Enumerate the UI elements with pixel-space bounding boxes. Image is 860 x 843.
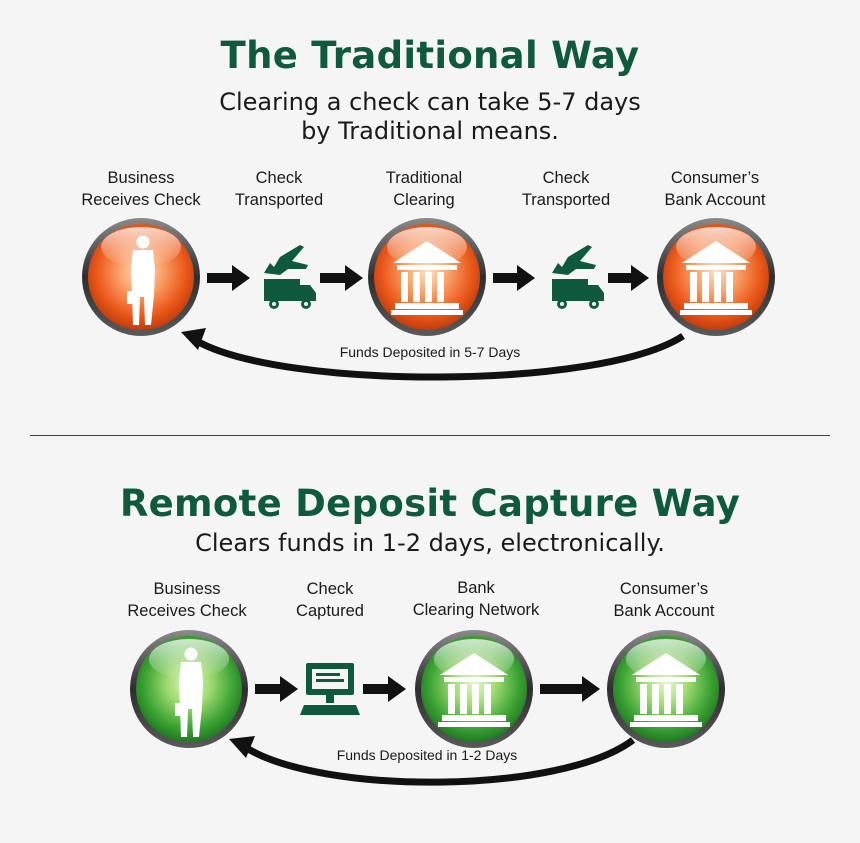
traditional-step-5-label: Consumer’s Bank Account [645,167,785,211]
bank-icon [438,653,510,727]
traditional-arrow-4 [608,265,649,291]
traditional-subtitle-line1: Clearing a check can take 5-7 days [219,88,641,116]
rdc-return-arrow [229,736,636,786]
traditional-step-4-line2: Transported [521,191,611,209]
rdc-step-1-line2: Receives Check [127,602,247,620]
traditional-step-3-circle [368,218,486,336]
rdc-step-1-circle [130,630,248,748]
rdc-step-2-line2: Captured [296,602,364,620]
traditional-arrow-2 [320,265,363,291]
bank-icon [680,241,752,315]
traditional-step-1-line2: Receives Check [81,191,201,209]
rdc-subtitle: Clears funds in 1-2 days, electronically… [195,529,665,557]
rdc-flow-diagram [130,630,725,786]
businessman-icon [175,647,203,737]
traditional-step-1-line1: Business [107,169,175,187]
rdc-title: Remote Deposit Capture Way [119,482,741,525]
traditional-subtitle: Clearing a check can take 5-7 days by Tr… [0,88,860,146]
rdc-step-4-label: Consumer’s Bank Account [594,578,734,622]
rdc-arrow-2 [363,676,406,702]
traditional-arrow-3 [493,265,535,291]
rdc-step-3-line2: Clearing Network [412,601,540,619]
section-divider [30,435,830,436]
traditional-step-3-label: Traditional Clearing [364,167,484,211]
bank-icon [630,653,702,727]
rdc-step-3-label: Bank Clearing Network [396,577,556,621]
traditional-return-arrow [181,328,685,381]
traditional-arrow-1 [207,265,250,291]
traditional-step-5-line2: Bank Account [664,191,766,209]
rdc-step-4-circle [607,630,725,748]
traditional-flow-diagram [82,218,775,381]
traditional-step-5-circle [657,218,775,336]
traditional-step-3-line1: Traditional [385,169,463,187]
rdc-step-1-label: Business Receives Check [117,578,257,622]
rdc-step-3-line1: Bank [457,579,495,597]
traditional-step-4-label: Check Transported [506,167,626,211]
rdc-step-4-line2: Bank Account [613,602,715,620]
computer-scanner-icon [300,663,360,715]
plane-truck-icon [264,245,316,309]
rdc-step-1-line1: Business [153,580,221,598]
traditional-title: The Traditional Way [220,34,640,77]
rdc-arrow-3 [540,676,600,702]
plane-truck-icon [552,245,604,309]
traditional-step-5-line1: Consumer’s [670,169,760,187]
traditional-return-caption: Funds Deposited in 5-7 Days [339,344,521,360]
rdc-return-caption: Funds Deposited in 1-2 Days [336,747,518,763]
traditional-step-4-line1: Check [542,169,590,187]
traditional-step-1-circle [82,218,200,336]
businessman-icon [127,235,155,325]
rdc-step-4-line1: Consumer’s [619,580,709,598]
traditional-step-2-line1: Check [255,169,303,187]
traditional-step-2-label: Check Transported [219,167,339,211]
traditional-step-1-label: Business Receives Check [71,167,211,211]
traditional-step-3-line2: Clearing [393,191,455,209]
rdc-step-2-line1: Check [306,580,354,598]
rdc-step-2-label: Check Captured [275,578,385,622]
traditional-step-2-line2: Transported [234,191,324,209]
bank-icon [391,241,463,315]
rdc-arrow-1 [255,676,298,702]
rdc-step-3-circle [415,630,533,748]
traditional-subtitle-line2: by Traditional means. [301,117,559,145]
